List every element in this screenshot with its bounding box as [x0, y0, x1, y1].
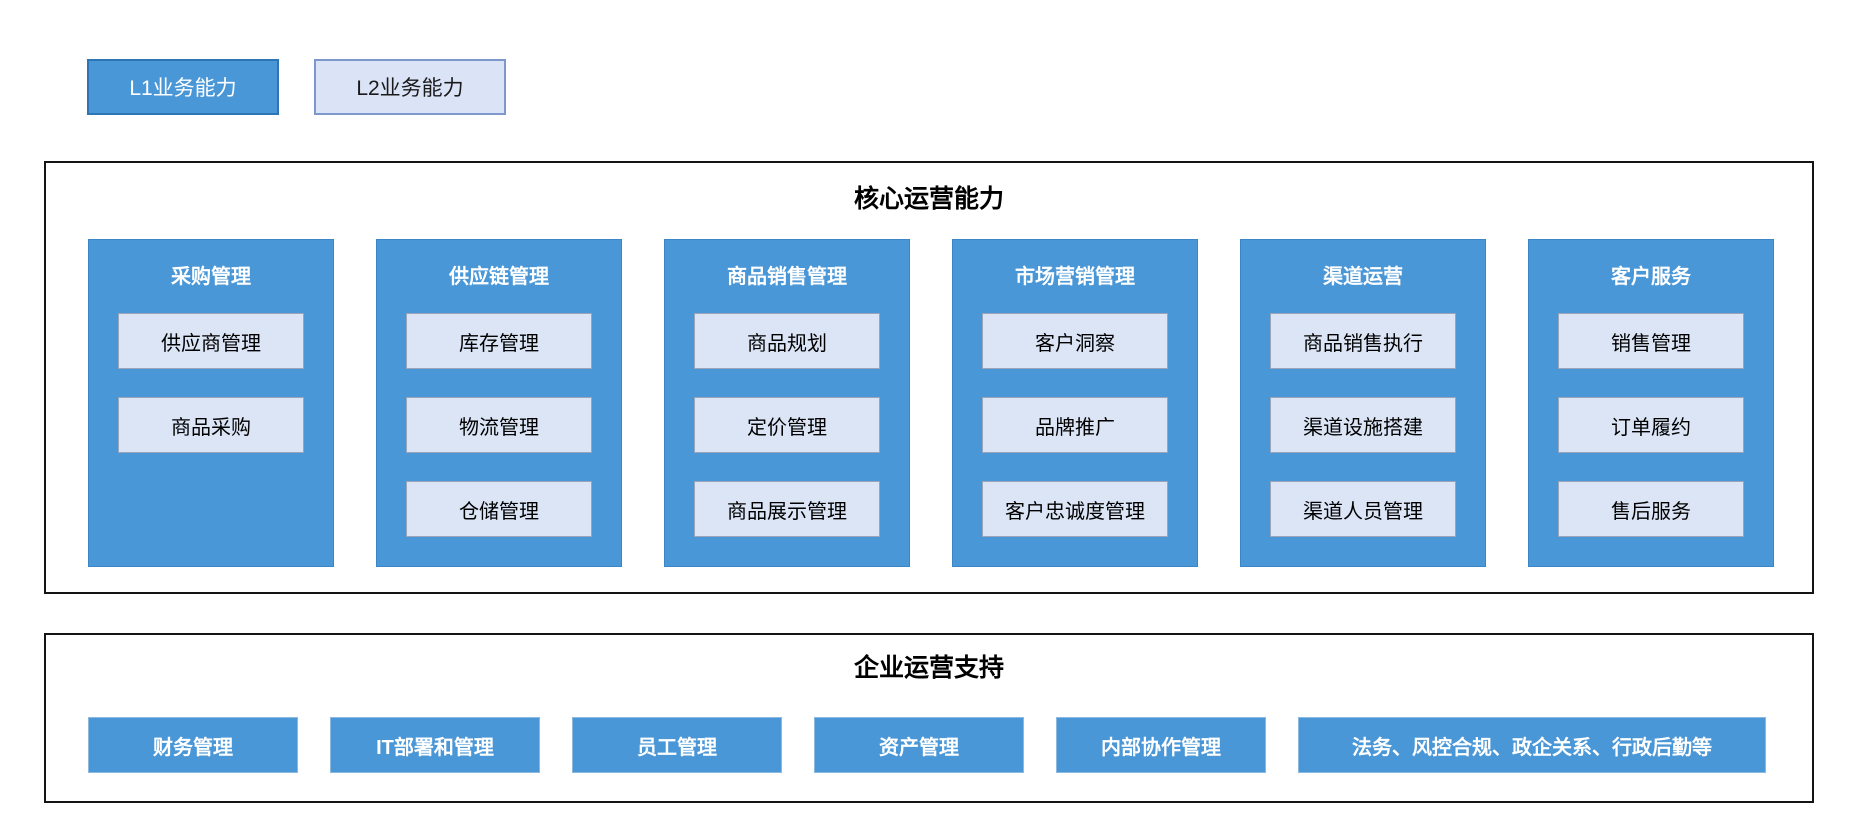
column-items: 商品规划 定价管理 商品展示管理	[665, 313, 909, 537]
legend-l2-label: L2业务能力	[356, 77, 464, 100]
support-item-finance: 财务管理	[88, 717, 298, 773]
column-items: 销售管理 订单履约 售后服务	[1529, 313, 1773, 537]
column-title: 供应链管理	[449, 266, 549, 288]
support-item-legal-misc: 法务、风控合规、政企关系、行政后勤等	[1298, 717, 1766, 773]
column-items: 商品销售执行 渠道设施搭建 渠道人员管理	[1241, 313, 1485, 537]
capability-item: 仓储管理	[406, 481, 592, 537]
column-items: 库存管理 物流管理 仓储管理	[377, 313, 621, 537]
capability-item: 库存管理	[406, 313, 592, 369]
legend-l1-capability: L1业务能力	[87, 59, 279, 115]
capability-item: 渠道设施搭建	[1270, 397, 1456, 453]
column-supply-chain: 供应链管理 库存管理 物流管理 仓储管理	[376, 239, 622, 567]
column-procurement: 采购管理 供应商管理 商品采购	[88, 239, 334, 567]
capability-item: 商品采购	[118, 397, 304, 453]
capability-item: 商品销售执行	[1270, 313, 1456, 369]
column-title: 市场营销管理	[1015, 266, 1135, 288]
column-product-sales: 商品销售管理 商品规划 定价管理 商品展示管理	[664, 239, 910, 567]
column-items: 客户洞察 品牌推广 客户忠诚度管理	[953, 313, 1197, 537]
capability-item: 渠道人员管理	[1270, 481, 1456, 537]
support-item-collaboration: 内部协作管理	[1056, 717, 1266, 773]
capability-item: 物流管理	[406, 397, 592, 453]
capability-item: 订单履约	[1558, 397, 1744, 453]
support-item-assets: 资产管理	[814, 717, 1024, 773]
support-item-it: IT部署和管理	[330, 717, 540, 773]
column-title: 渠道运营	[1323, 266, 1403, 288]
capability-item: 供应商管理	[118, 313, 304, 369]
support-items-row: 财务管理 IT部署和管理 员工管理 资产管理 内部协作管理 法务、风控合规、政企…	[46, 717, 1812, 773]
column-marketing: 市场营销管理 客户洞察 品牌推广 客户忠诚度管理	[952, 239, 1198, 567]
support-section-title: 企业运营支持	[853, 654, 1004, 682]
capability-item: 商品规划	[694, 313, 880, 369]
capability-item: 客户忠诚度管理	[982, 481, 1168, 537]
capability-item: 商品展示管理	[694, 481, 880, 537]
legend: L1业务能力 L2业务能力	[87, 59, 506, 115]
legend-l2-capability: L2业务能力	[314, 59, 506, 115]
capability-columns: 采购管理 供应商管理 商品采购 供应链管理 库存管理 物流管理 仓储管理 商品销…	[46, 239, 1812, 567]
legend-l1-label: L1业务能力	[129, 77, 237, 100]
capability-item: 定价管理	[694, 397, 880, 453]
capability-item: 售后服务	[1558, 481, 1744, 537]
column-title: 商品销售管理	[727, 266, 847, 288]
column-customer-service: 客户服务 销售管理 订单履约 售后服务	[1528, 239, 1774, 567]
column-title: 采购管理	[171, 266, 251, 288]
support-item-employee: 员工管理	[572, 717, 782, 773]
capability-item: 品牌推广	[982, 397, 1168, 453]
capability-item: 销售管理	[1558, 313, 1744, 369]
enterprise-support-section: 企业运营支持 财务管理 IT部署和管理 员工管理 资产管理 内部协作管理 法务、…	[44, 633, 1814, 803]
capability-item: 客户洞察	[982, 313, 1168, 369]
column-title: 客户服务	[1611, 266, 1691, 288]
core-section-title: 核心运营能力	[853, 185, 1004, 213]
column-items: 供应商管理 商品采购	[89, 313, 333, 453]
core-operations-section: 核心运营能力 采购管理 供应商管理 商品采购 供应链管理 库存管理 物流管理 仓…	[44, 161, 1814, 594]
column-channel-operations: 渠道运营 商品销售执行 渠道设施搭建 渠道人员管理	[1240, 239, 1486, 567]
